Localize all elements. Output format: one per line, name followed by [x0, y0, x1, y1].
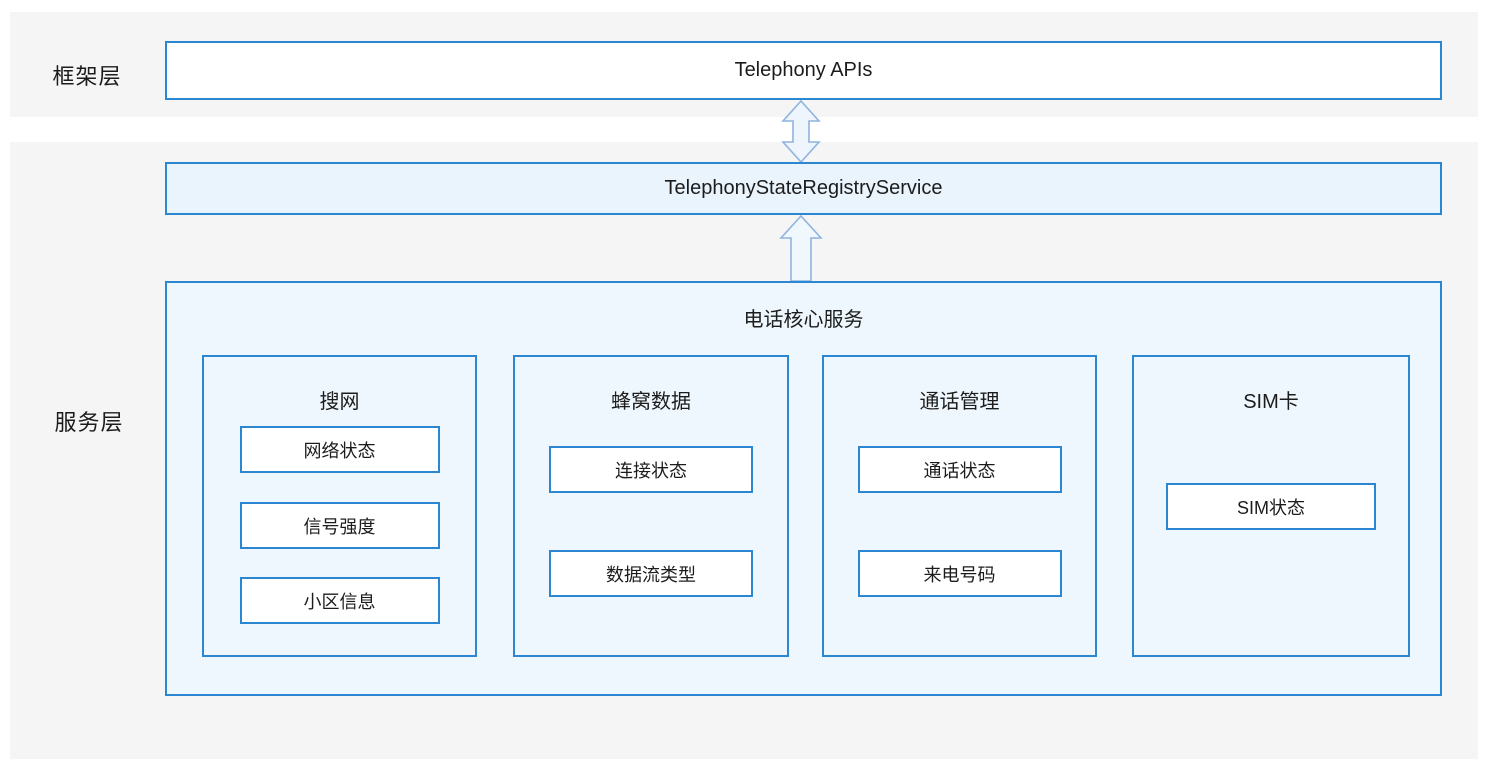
item-label: 通话状态: [923, 460, 996, 481]
item-box-sim-state: SIM状态: [1166, 483, 1376, 530]
group-title-network-search: 搜网: [319, 391, 360, 413]
group-title-sim-card: SIM卡: [1243, 391, 1299, 413]
item-label: 信号强度: [303, 516, 376, 537]
telephony-apis-box: Telephony APIs: [165, 41, 1442, 100]
group-title-cellular-data: 蜂窝数据: [611, 391, 691, 413]
item-label: 数据流类型: [606, 564, 696, 585]
group-box-network-search: 搜网 网络状态 信号强度 小区信息: [202, 355, 477, 657]
group-box-cellular-data: 蜂窝数据 连接状态 数据流类型: [513, 355, 789, 657]
double-arrow-icon: [781, 100, 821, 163]
group-box-sim-card: SIM卡 SIM状态: [1132, 355, 1410, 657]
item-box-connection-state: 连接状态: [549, 446, 753, 493]
item-box-incoming-number: 来电号码: [857, 550, 1062, 597]
item-box-data-flow-type: 数据流类型: [549, 550, 753, 597]
item-label: SIM状态: [1236, 497, 1305, 518]
item-label: 来电号码: [923, 564, 996, 585]
telephony-state-registry-service-box: TelephonyStateRegistryService: [165, 162, 1442, 215]
item-box-signal-strength: 信号强度: [239, 502, 440, 549]
up-arrow-icon: [779, 215, 823, 282]
item-label: 网络状态: [303, 440, 376, 461]
group-title-call-management: 通话管理: [919, 391, 1000, 413]
item-box-call-state: 通话状态: [857, 446, 1062, 493]
item-label: 连接状态: [615, 460, 687, 481]
item-box-cell-info: 小区信息: [239, 577, 440, 624]
core-service-title: 电话核心服务: [743, 309, 864, 331]
group-box-call-management: 通话管理 通话状态 来电号码: [822, 355, 1097, 657]
service-layer-label: 服务层: [54, 410, 124, 435]
framework-layer-label: 框架层: [52, 64, 122, 89]
item-label: 小区信息: [303, 591, 376, 612]
telephony-apis-label: Telephony APIs: [734, 59, 873, 81]
registry-service-label: TelephonyStateRegistryService: [664, 177, 943, 199]
item-box-network-state: 网络状态: [239, 426, 440, 473]
